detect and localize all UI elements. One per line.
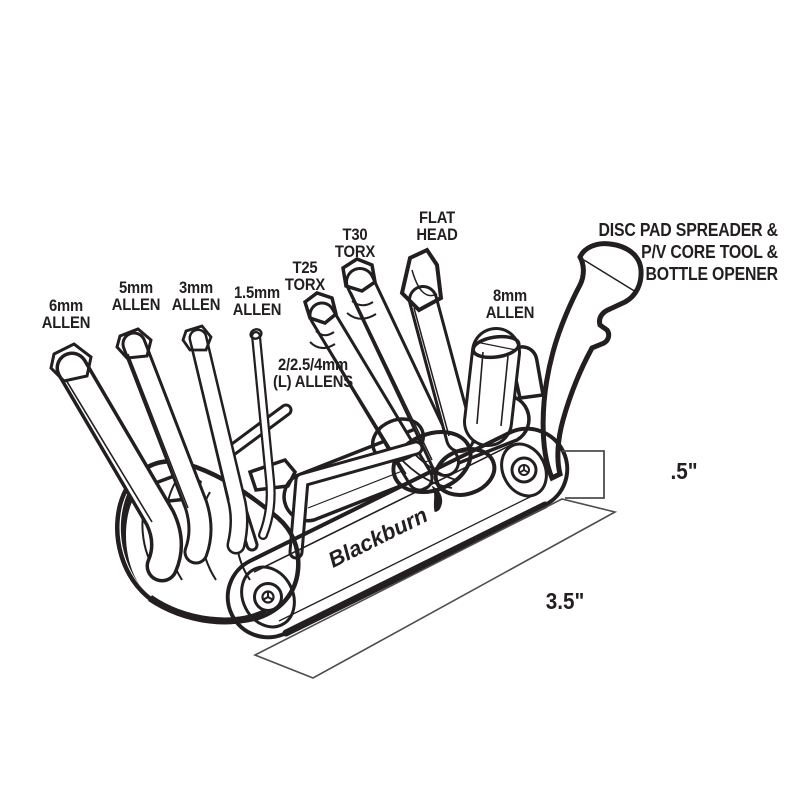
dimension-thickness-value: .5" [670,458,698,484]
flame-icon [431,485,443,512]
hex-key-5mm [115,327,213,565]
label-6mm-allen: 6mm ALLEN [41,296,91,332]
spreader-hook-tool [540,241,644,482]
pivot-bolt-right [500,442,548,498]
label-line: ALLEN [111,295,161,314]
label-line: T30 [342,225,368,244]
hex-key-1-5mm [249,328,276,540]
flathead-bit [399,247,475,453]
hex-key-6mm [49,342,183,583]
pivot-bolt-left [240,565,296,629]
label-line: ALLEN [171,295,221,314]
allen-8mm-bit [463,327,521,447]
dimension-thickness-bracket [562,450,605,499]
label-line: ALLEN [232,300,282,319]
label-line: TORX [334,242,376,261]
label-8mm-allen: 8mm ALLEN [485,286,535,322]
label-line: BOTTLE OPENER [645,264,779,284]
hex-key-3mm [181,324,249,555]
label-line: 2/2.5/4mm [278,355,348,374]
label-line: HEAD [416,225,458,244]
label-3mm-allen: 3mm ALLEN [171,278,221,314]
label-t30-torx: T30 TORX [335,226,375,260]
label-1-5mm-allen: 1.5mm ALLEN [232,283,282,319]
dimension-length-value: 3.5" [545,588,585,614]
label-line: T25 [292,258,318,277]
label-line: ALLEN [485,303,535,322]
label-line: 8mm [492,286,527,305]
label-line: ALLEN [41,313,91,332]
label-line: TORX [284,275,326,294]
label-line: 5mm [118,278,153,297]
label-line: P/V CORE TOOL & [641,242,778,262]
label-spreader-combo: DISC PAD SPREADER & P/V CORE TOOL & BOTT… [598,219,779,285]
label-t25-torx: T25 TORX [285,259,325,293]
label-line: 3mm [178,278,213,297]
label-line: FLAT [419,208,455,227]
dimension-length-band [253,498,618,679]
label-line: DISC PAD SPREADER & [598,220,779,240]
label-l-allens: 2/2.5/4mm (L) ALLENS [273,356,353,390]
label-5mm-allen: 5mm ALLEN [111,278,161,314]
label-line: (L) ALLENS [273,372,353,391]
label-line: 6mm [48,296,83,315]
logo-text: Blackburn [324,502,431,572]
label-flat-head: FLAT HEAD [416,209,457,243]
label-line: 1.5mm [233,283,280,302]
